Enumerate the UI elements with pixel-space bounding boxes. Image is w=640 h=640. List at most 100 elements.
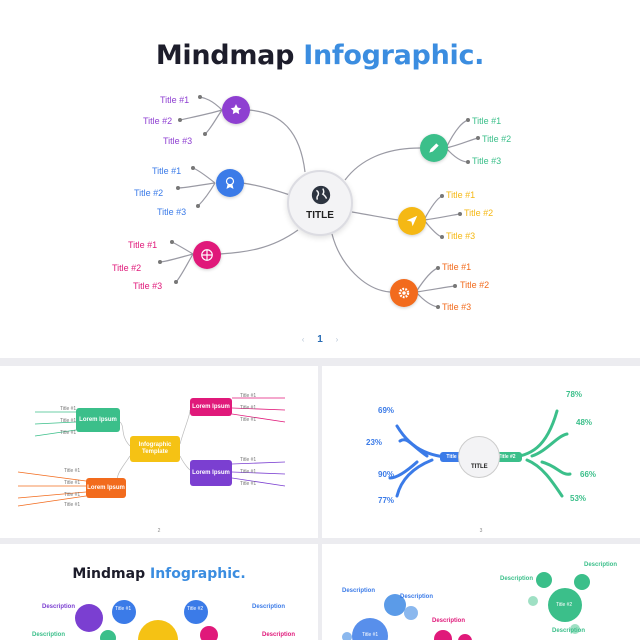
node-label: Title #1 [115, 606, 132, 612]
tag-left: Title #1 [440, 452, 470, 462]
branch-node-1[interactable] [222, 96, 250, 124]
gear-icon [398, 287, 410, 299]
branch-node-6[interactable] [390, 279, 418, 307]
mini-label: Title #1 [240, 457, 257, 463]
mini-label: Title #1 [60, 430, 77, 436]
mini-label: Title #1 [240, 393, 257, 399]
center-title: TITLE [306, 210, 334, 221]
bubble-blue-large [352, 618, 388, 640]
leaf-label: Title #1 [152, 166, 182, 176]
pct-left-4: 77% [378, 496, 395, 505]
pagination: ‹ 1 › [0, 334, 640, 345]
box-green: Lorem Ipsum [76, 408, 120, 432]
pct-right-4: 53% [570, 494, 587, 503]
mini-label: Title #1 [60, 418, 77, 424]
pct-right-3: 66% [580, 470, 597, 479]
bubble-blue [384, 594, 406, 616]
leaf-label: Title #3 [446, 231, 476, 241]
slide-thumbnail-5[interactable]: Title #1 Title #2 Description Descriptio… [322, 544, 640, 640]
desc-label: Description [32, 632, 66, 638]
leaf-label: Title #3 [442, 302, 472, 312]
desc-label: Description [432, 618, 466, 624]
slide-thumbnail-3[interactable]: Title #1 Title #2 TITLE 69% 23% 90% 77% … [322, 366, 640, 538]
leaf-label: Title #3 [472, 156, 502, 166]
next-page-button[interactable]: › [335, 335, 339, 344]
leaf-dot [440, 235, 444, 239]
slide-thumbnail-2[interactable]: Infographic Template Lorem Ipsum Lorem I… [0, 366, 318, 538]
branch-node-3[interactable] [193, 241, 221, 269]
leaf-label: Title #3 [157, 207, 187, 217]
prev-page-button[interactable]: ‹ [301, 335, 305, 344]
leaf-dot [198, 95, 202, 99]
center-node[interactable]: TITLE [287, 170, 353, 236]
slide-thumbnail-4[interactable]: Mindmap Infographic. Title #1 Title #2 D… [0, 544, 318, 640]
node-label: Title #2 [187, 606, 204, 612]
bubble-green-tiny [570, 624, 580, 634]
pct-left-3: 90% [378, 470, 395, 479]
desc-label: Description [552, 628, 586, 634]
leaf-dot [176, 186, 180, 190]
mini-label: Title #1 [240, 481, 257, 487]
leaf-dot [466, 160, 470, 164]
page-number: 1 [317, 334, 323, 345]
desc-label: Description [262, 632, 296, 638]
branch-node-2[interactable] [216, 169, 244, 197]
thumb-title-part-2: Infographic. [149, 566, 246, 582]
pct-left-2: 23% [366, 438, 383, 447]
desc-label: Description [342, 588, 376, 594]
leaf-label: Title #1 [472, 116, 502, 126]
pencil-icon [429, 143, 439, 153]
mini-label: Title #1 [240, 417, 257, 423]
leaf-dot [203, 132, 207, 136]
desc-label: Description [584, 562, 618, 568]
main-slide[interactable]: Mindmap Infographic. [0, 0, 640, 358]
leaf-label: Title #2 [143, 116, 173, 126]
mini-label: Title #1 [60, 406, 77, 412]
mindmap-lines [159, 96, 479, 308]
pct-right-1: 78% [566, 390, 583, 399]
box-purple: Lorem Ipsum [190, 460, 232, 486]
leaf-label: Title #1 [160, 95, 190, 105]
leaf-dot [476, 136, 480, 140]
desc-label: Description [400, 594, 434, 600]
leaf-dot [191, 166, 195, 170]
globe-icon [201, 249, 213, 261]
leaf-label: Title #1 [442, 262, 472, 272]
pct-right-2: 48% [576, 418, 593, 427]
star-badge-icon [230, 104, 242, 115]
title-part-2: Infographic. [303, 40, 485, 71]
paper-plane-icon [406, 215, 418, 227]
bubble-blue-tiny [342, 632, 352, 640]
branch-node-4[interactable] [420, 134, 448, 162]
mini-label: Title #1 [240, 469, 257, 475]
desc-label: Description [500, 576, 534, 582]
title-part-1: Mindmap [155, 40, 295, 71]
leaf-label: Title #2 [464, 208, 494, 218]
leaf-label: Title #2 [482, 134, 512, 144]
bubble-pink-2 [458, 634, 472, 640]
bubble-blue-small [404, 606, 418, 620]
leaf-label: Title #1 [446, 190, 476, 200]
leaf-dot [436, 266, 440, 270]
node-pink [200, 626, 218, 640]
leaf-label: Title #2 [134, 188, 164, 198]
bubble-green-large [548, 588, 582, 622]
thumb-page-number: 2 [157, 528, 161, 534]
leaf-dot [170, 240, 174, 244]
desc-label: Description [42, 604, 76, 610]
leaf-label: Title #1 [128, 240, 158, 250]
leaf-dot [453, 284, 457, 288]
leaf-dot [458, 212, 462, 216]
branch-node-5[interactable] [398, 207, 426, 235]
center-circle [458, 436, 500, 478]
bubble-green [536, 572, 552, 588]
mini-label: Title #1 [64, 480, 81, 486]
node-purple [75, 604, 103, 632]
mini-label: Title #1 [64, 468, 81, 474]
box-orange: Lorem Ipsum [86, 478, 126, 498]
center-title: TITLE [471, 464, 488, 470]
thumb1-lines [17, 397, 286, 507]
globe-icon [311, 185, 331, 205]
award-icon [225, 177, 235, 189]
